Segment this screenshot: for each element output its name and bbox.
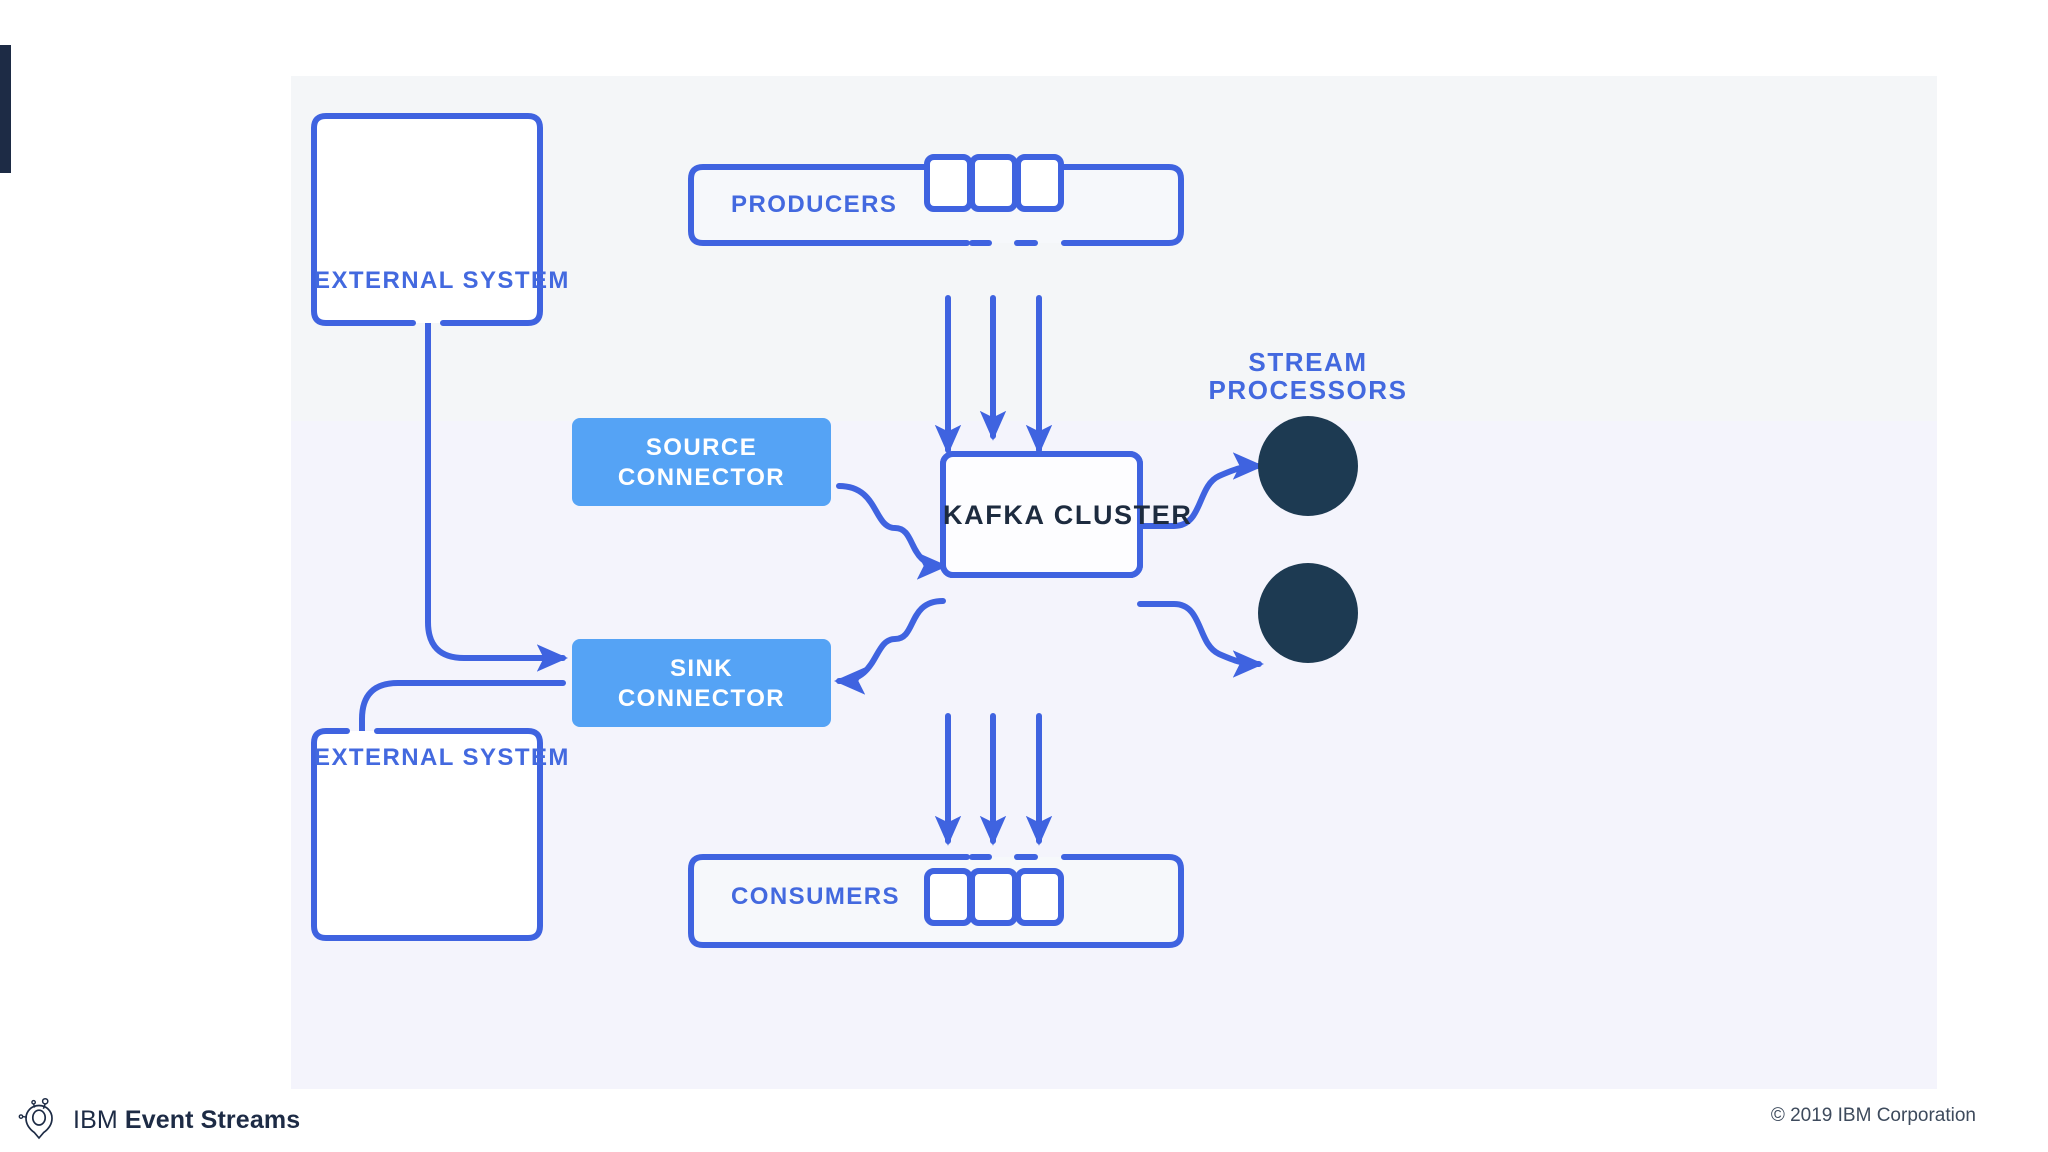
node-consumers[interactable] [688,854,1184,948]
node-source-connector[interactable] [572,418,831,506]
footer-logo[interactable]: IBM Event Streams [18,1097,300,1143]
node-producers[interactable] [688,154,1184,246]
stream-processor-node-2[interactable] [1258,563,1358,663]
producer-client-2[interactable] [969,154,1018,212]
producer-client-1[interactable] [924,154,973,212]
flow-external-to-source-connector [425,320,568,672]
footer-brand-name: Event Streams [124,1105,301,1134]
stream-processor-node-1[interactable] [1258,416,1358,516]
diagram-panel: EXTERNAL SYSTEM EXTERNAL SYSTEM SOURCE C… [291,76,1937,1089]
node-sink-connector[interactable] [572,639,831,727]
footer-brand-text: IBM Event Streams [73,1106,300,1135]
consumer-client-2[interactable] [969,868,1018,926]
consumer-client-3[interactable] [1015,868,1064,926]
flow-kafka-to-stream-processor-1 [1137,452,1264,529]
architecture-diagram-svg [311,113,1358,948]
panel-background-top [291,76,1937,421]
external-system-top-outline [311,113,543,326]
node-external-system-bottom[interactable] [311,728,543,941]
left-accent-bar [0,45,11,173]
source-connector-shape [572,418,831,506]
node-external-system-top[interactable] [311,113,543,326]
consumer-client-1[interactable] [924,868,973,926]
flow-source-connector-to-kafka [836,483,948,580]
event-streams-logo-icon [18,1097,53,1140]
footer-copyright: © 2019 IBM Corporation [1770,1105,1976,1126]
external-system-bottom-outline [311,728,543,941]
footer-brand-prefix: IBM [73,1105,125,1134]
sink-connector-shape [572,639,831,727]
flow-kafka-to-sink-connector [834,598,946,695]
kafka-cluster-box[interactable] [940,451,1143,578]
flow-kafka-to-stream-processor-2 [1137,601,1264,678]
flow-sink-connector-to-external [348,680,566,853]
producer-client-3[interactable] [1015,154,1064,212]
